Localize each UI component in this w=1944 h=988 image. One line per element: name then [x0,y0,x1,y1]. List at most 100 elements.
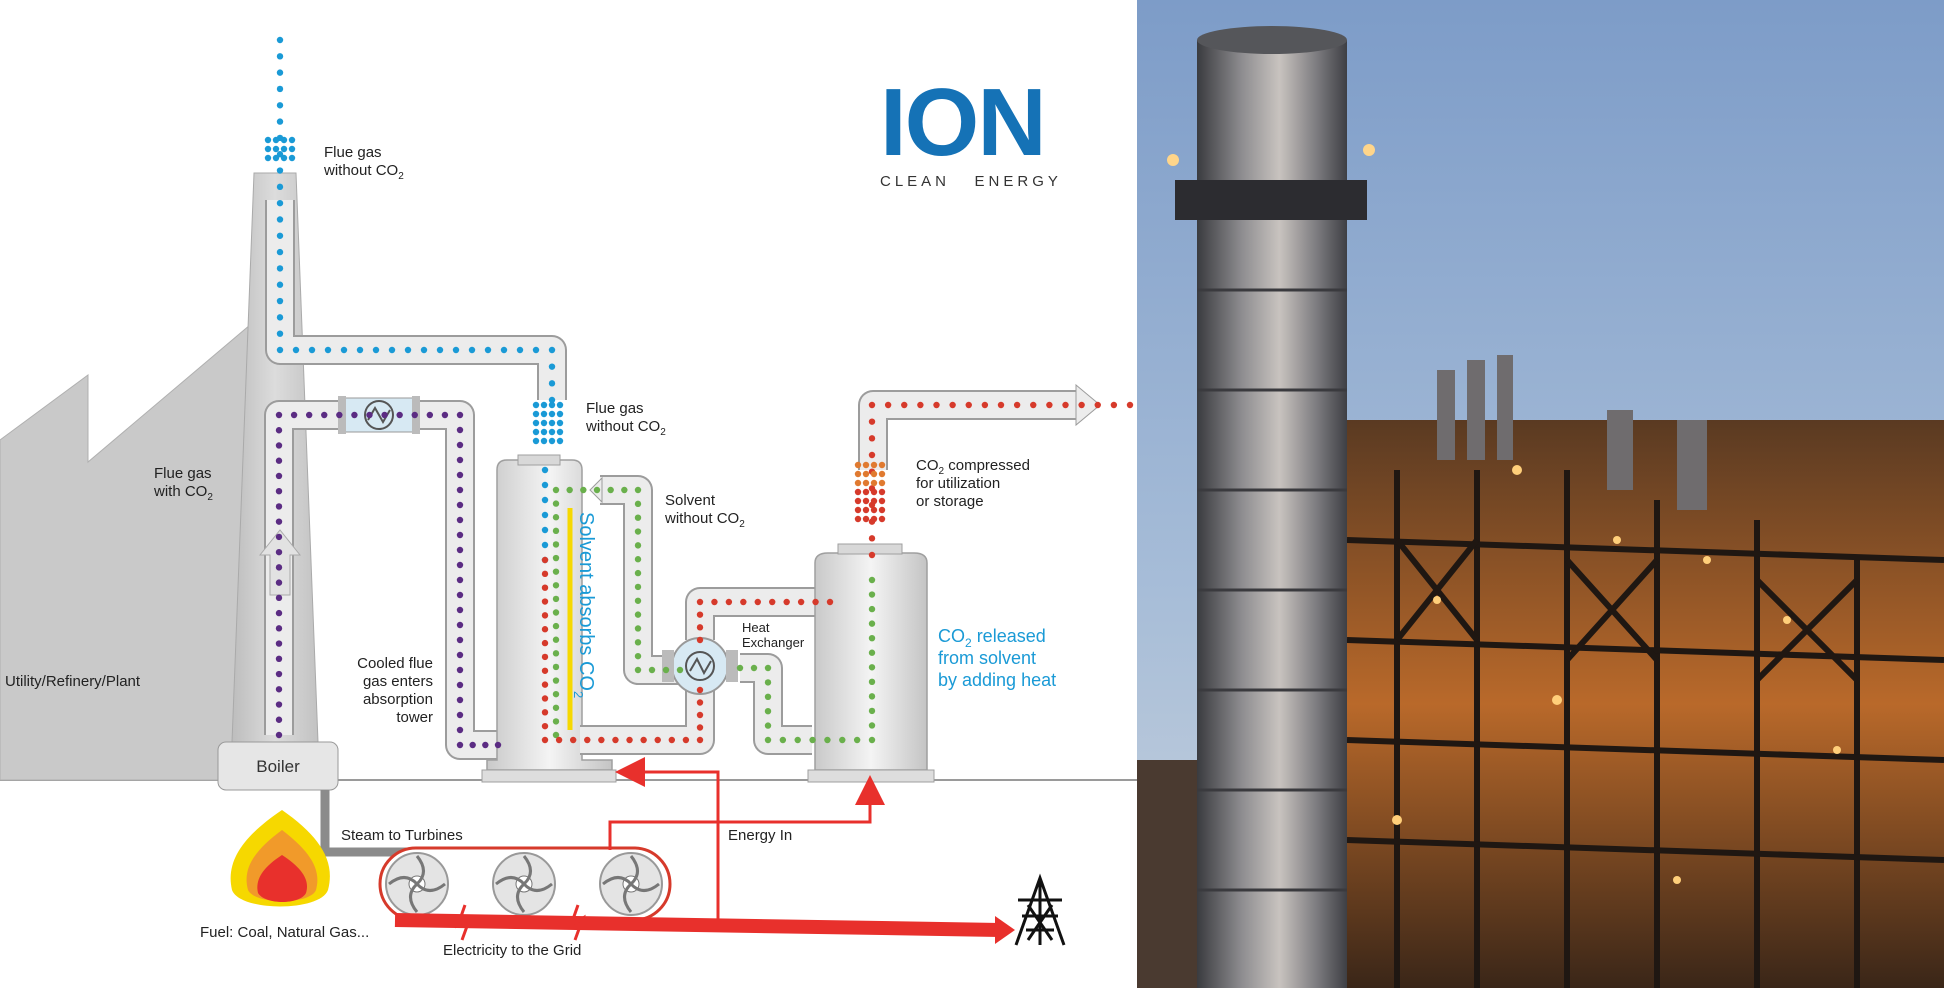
green-flow-dot [552,595,560,603]
label-solvent-2: without CO2 [664,510,745,530]
purple-flow-dot [275,609,283,617]
blue-flow-dot [288,136,296,144]
green-flow-dot [868,649,876,656]
label-plant: Utility/Refinery/Plant [5,673,141,690]
orange-flow-dot [878,506,886,514]
red-flow-dot [868,451,876,459]
purple-flow-dot [381,411,388,419]
red-flow-dot [1062,401,1069,409]
purple-flow-dot [275,411,283,419]
blue-flow-dot [280,145,288,153]
blue-flow-dot [532,437,540,445]
label-co2-compressed: CO2 compressed [916,457,1030,477]
blue-flow-dot [276,118,284,125]
red-flow-dot [868,418,876,425]
blue-flow-dot [292,346,300,354]
blue-flow-dot [484,346,492,354]
purple-flow-dot [456,636,464,644]
purple-flow-dot [275,472,283,480]
orange-flow-dot [870,470,878,478]
green-flow-dot [868,605,876,613]
stripper-tower [814,552,928,771]
red-flow-dot [541,653,549,661]
purple-flow-dot [275,640,283,647]
power-plant-photo [1137,0,1944,988]
steel-frame [1346,470,1944,988]
blue-flow-dot [276,36,284,44]
red-flow-dot [541,639,549,647]
label-energy-in: Energy In [728,827,792,844]
purple-flow-dot [275,701,283,708]
electricity-line [394,913,1001,937]
blue-flow-dot [532,428,540,436]
green-flow-dot [868,591,876,598]
blue-flow-dot [548,380,556,387]
purple-flow-dot [336,411,343,419]
red-flow-dot [696,711,704,719]
purple-flow-dot [275,427,283,434]
red-flow-dot [826,598,834,606]
blue-flow-dot [548,396,556,404]
blue-flow-dot [516,346,524,354]
red-flow-dot [769,598,776,606]
purple-flow-dot [290,411,298,419]
blue-flow-dot [540,437,548,445]
orange-flow-dot [854,479,862,487]
blue-flow-dot [541,541,549,549]
purple-flow-dot [426,411,434,419]
label-cooled-3: absorption [363,691,433,708]
red-flow-dot [584,736,591,744]
blue-flow-dot [280,136,288,144]
red-flow-dot [696,686,704,694]
purple-flow-dot [456,531,464,539]
blue-flow-dot [548,419,556,427]
orange-flow-dot [870,479,878,487]
blue-flow-dot [532,410,540,418]
purple-flow-dot [275,533,283,541]
purple-flow-dot [456,576,464,584]
green-flow-dot [621,486,628,494]
blue-flow-dot [372,346,380,354]
blue-flow-dot [548,437,556,445]
small-stacks [1437,355,1707,510]
green-flow-dot [593,486,601,494]
green-flow-dot [634,597,642,604]
blue-flow-dot [540,428,548,436]
purple-flow-dot [321,411,328,419]
orange-flow-dot [854,497,862,505]
green-flow-dot [552,500,560,507]
blue-flow-dot [556,428,564,436]
flow-dots [264,36,1134,749]
orange-flow-dot [878,479,886,487]
purple-flow-dot [305,411,313,419]
green-flow-dot [764,693,772,700]
blue-flow-dot [276,53,284,60]
red-flow-dot [654,736,661,744]
green-flow-dot [634,666,642,674]
purple-flow-dot [456,741,464,749]
green-flow-dot [634,611,642,618]
green-flow-dot [648,666,656,674]
green-flow-dot [868,576,876,584]
green-flow-dot [552,527,560,535]
green-flow-dot [868,620,876,627]
green-flow-dot [764,722,772,729]
blue-flow-dot [264,136,272,144]
label-flue-with: Flue gas [154,465,212,482]
green-flow-dot [868,634,876,642]
red-flow-dot [541,695,549,702]
blue-flow-dot [264,145,272,153]
blue-flow-dot [276,216,284,223]
purple-flow-dot [456,546,464,554]
blue-flow-dot [548,428,556,436]
purple-flow-dot [275,731,283,739]
plant-lights [1392,465,1841,884]
blue-flow-dot [388,346,396,354]
purple-flow-dot [456,606,464,614]
green-flow-dot [552,486,560,494]
purple-flow-dot [396,411,403,419]
green-flow-dot [607,486,614,494]
blue-flow-dot [468,346,476,354]
label-flue-top-2: without CO2 [323,162,404,182]
blue-flow-dot [541,466,549,474]
